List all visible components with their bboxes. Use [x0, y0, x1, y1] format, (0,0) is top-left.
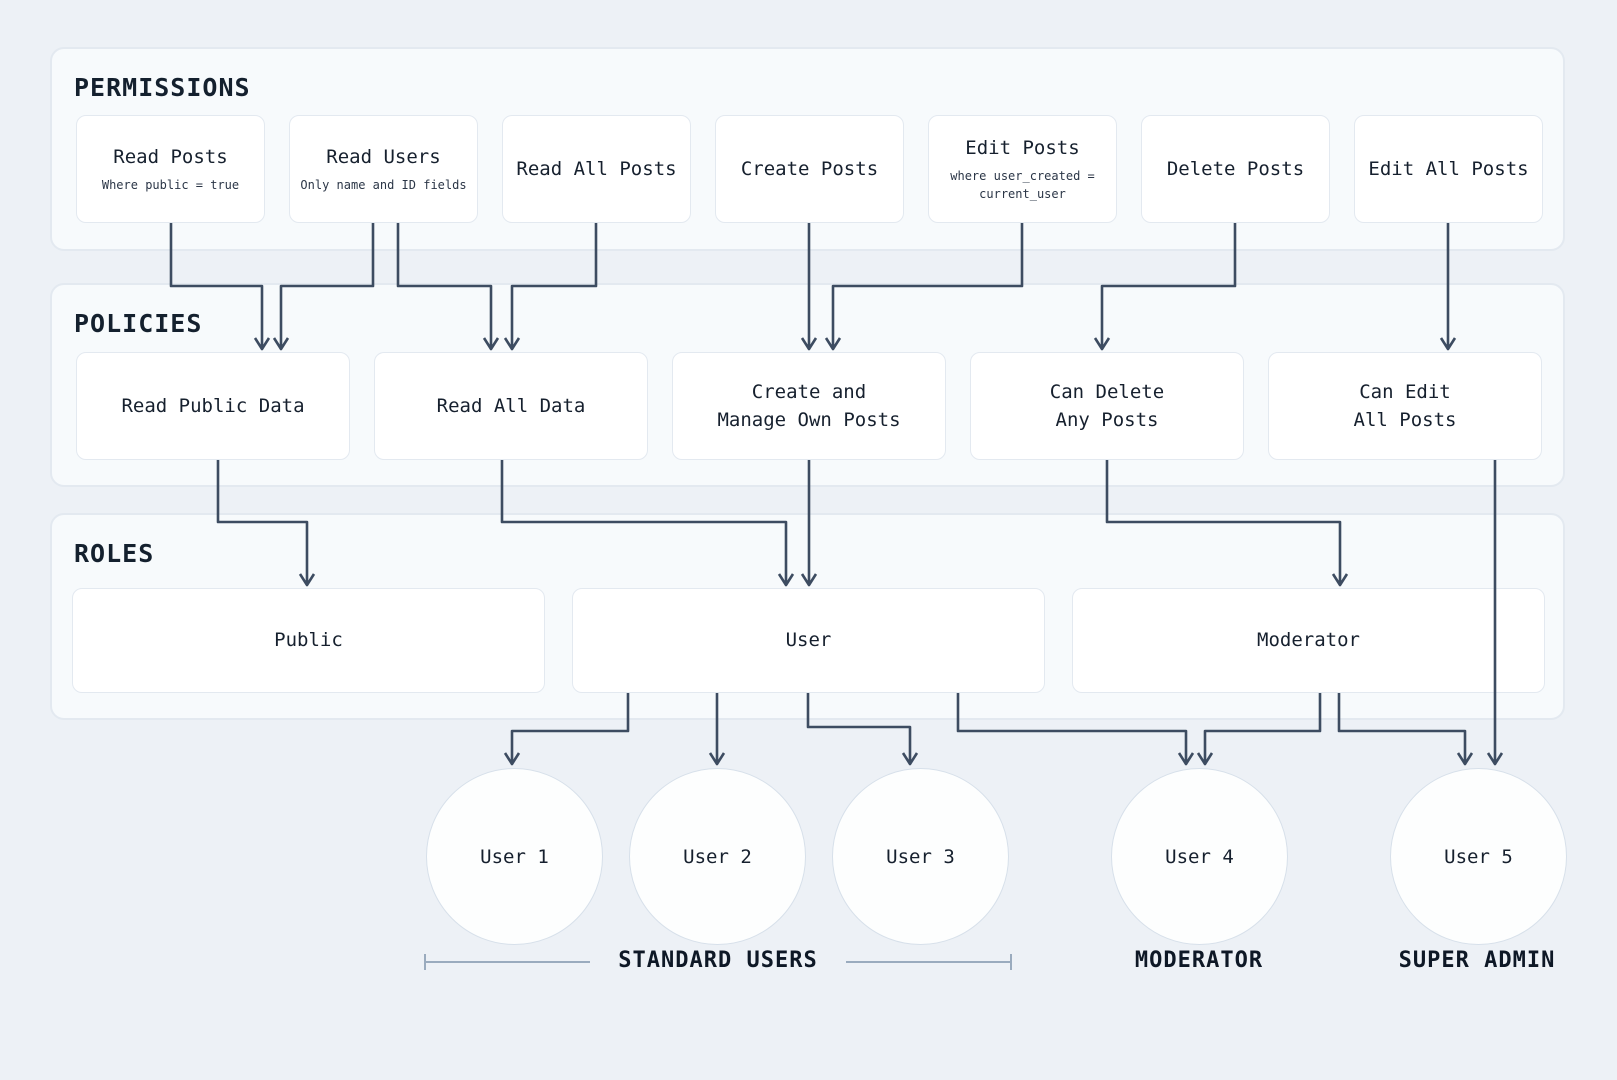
node-title: Public [274, 629, 343, 652]
policy-node-read-public-data: Read Public Data [76, 352, 350, 460]
node-title: Can Delete [1049, 380, 1165, 403]
group-label-moderator: MODERATOR [1134, 948, 1264, 973]
user-name: User 4 [1165, 845, 1234, 868]
standard-users-bracket-left [424, 954, 590, 970]
group-label-standard-users: STANDARD USERS [618, 948, 818, 973]
user-circle-1: User 1 [426, 768, 603, 945]
node-title: Read Users [326, 146, 441, 169]
node-subtitle: Only name and ID fields [300, 177, 467, 192]
user-circle-2: User 2 [629, 768, 806, 945]
node-title: Read All Posts [516, 157, 677, 180]
role-node-moderator: Moderator [1072, 588, 1545, 693]
standard-users-bracket-right [846, 954, 1012, 970]
node-title-line2: All Posts [1353, 409, 1457, 431]
permissions-section-title: PERMISSIONS [74, 73, 251, 102]
user-name: User 2 [683, 845, 752, 868]
policy-node-create-manage-own-posts: Create and Manage Own Posts [672, 352, 946, 460]
policy-node-can-delete-any-posts: Can Delete Any Posts [970, 352, 1244, 460]
node-title: Create Posts [740, 157, 879, 180]
node-title-line2: Manage Own Posts [717, 409, 901, 431]
node-title: Read Posts [113, 146, 228, 169]
permission-node-read-users: Read Users Only name and ID fields [289, 115, 478, 223]
policy-node-can-edit-all-posts: Can Edit All Posts [1268, 352, 1542, 460]
node-title: Create and [751, 380, 867, 403]
node-title: Can Edit [1359, 380, 1451, 403]
policy-node-read-all-data: Read All Data [374, 352, 648, 460]
user-circle-5: User 5 [1390, 768, 1567, 945]
policies-section-title: POLICIES [74, 309, 203, 338]
permission-node-edit-all-posts: Edit All Posts [1354, 115, 1543, 223]
node-subtitle: where user_created = current_user [950, 168, 1095, 202]
node-title: Delete Posts [1166, 157, 1305, 180]
node-title: User [785, 629, 832, 652]
node-title: Read All Data [436, 394, 586, 417]
node-title: Edit Posts [965, 137, 1080, 160]
permission-node-read-all-posts: Read All Posts [502, 115, 691, 223]
group-label-super-admin: SUPER ADMIN [1398, 948, 1556, 973]
node-title-line2: Any Posts [1055, 409, 1159, 431]
user-name: User 5 [1444, 845, 1513, 868]
permission-node-create-posts: Create Posts [715, 115, 904, 223]
node-subtitle: Where public = true [101, 177, 240, 192]
user-circle-4: User 4 [1111, 768, 1288, 945]
permission-node-read-posts: Read Posts Where public = true [76, 115, 265, 223]
user-name: User 3 [886, 845, 955, 868]
node-title: Moderator [1257, 629, 1360, 652]
node-title: Edit All Posts [1368, 157, 1529, 180]
permission-node-edit-posts: Edit Posts where user_created = current_… [928, 115, 1117, 223]
role-node-public: Public [72, 588, 545, 693]
roles-section-title: ROLES [74, 539, 155, 568]
permission-node-delete-posts: Delete Posts [1141, 115, 1330, 223]
user-name: User 1 [480, 845, 549, 868]
role-node-user: User [572, 588, 1045, 693]
node-title: Read Public Data [121, 394, 305, 417]
user-circle-3: User 3 [832, 768, 1009, 945]
